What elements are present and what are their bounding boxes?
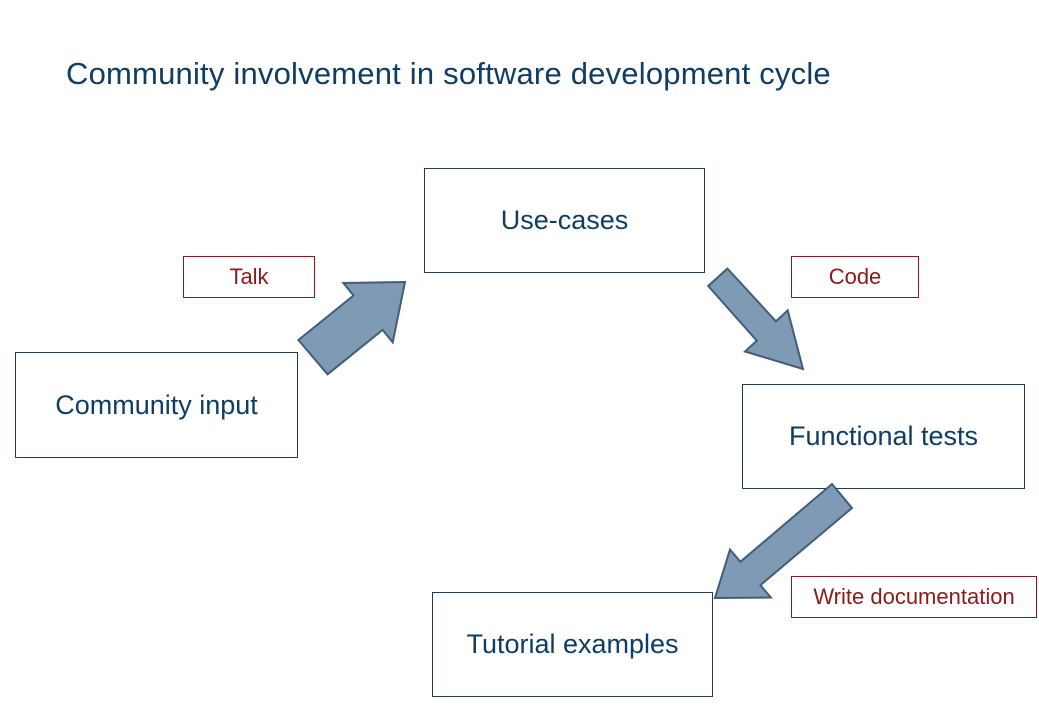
edge-label-code: Code xyxy=(791,256,919,298)
node-tutorial-examples: Tutorial examples xyxy=(432,592,713,697)
arrow-use-cases-to-functional-tests xyxy=(706,267,805,371)
edge-label-write-documentation: Write documentation xyxy=(791,576,1037,618)
arrow-community-to-use-cases xyxy=(296,280,407,376)
diagram-title: Community involvement in software develo… xyxy=(66,56,831,91)
node-use-cases: Use-cases xyxy=(424,168,705,273)
node-functional-tests: Functional tests xyxy=(742,384,1025,489)
edge-label-talk: Talk xyxy=(183,256,315,298)
node-community-input: Community input xyxy=(15,352,298,458)
arrow-functional-tests-to-tutorial-examples xyxy=(713,482,854,600)
